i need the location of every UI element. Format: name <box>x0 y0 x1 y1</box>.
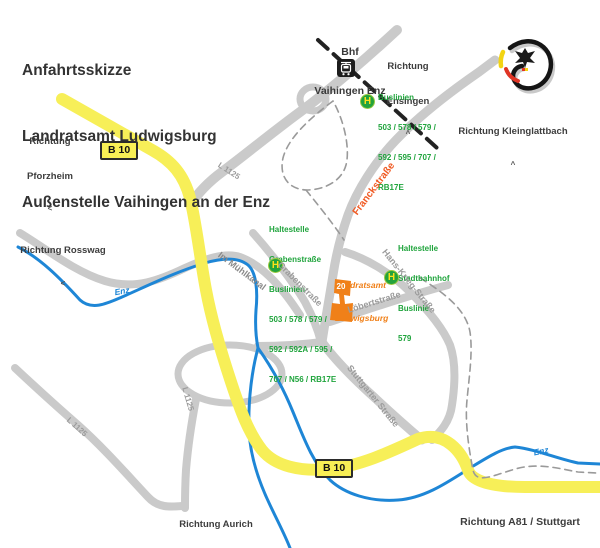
bus-lines-text: 503 / 578 / 579 / <box>378 123 436 132</box>
direction-text: Richtung Rosswag <box>20 245 106 256</box>
road-grabenstrasse <box>249 229 325 346</box>
bus-lines-text: 707 / N56 / RB17E <box>269 375 337 384</box>
railway-line <box>316 38 439 150</box>
title-line-3: Außenstelle Vaihingen an der Enz <box>22 194 271 211</box>
bus-lines-text: 592 / 592A / 595 / <box>269 345 333 354</box>
direction-text: Ensingen <box>386 95 430 107</box>
b10-badge-top: B 10 <box>100 141 139 160</box>
station-line-1: Bhf <box>341 46 359 58</box>
road-ensingen-main <box>185 25 402 210</box>
bus-stop-h-icon: H <box>360 94 375 109</box>
bus-lines-text: Buslinie <box>398 304 430 313</box>
bus-lines-text: 592 / 595 / 707 / <box>378 153 436 162</box>
eagle-emblem <box>515 48 535 68</box>
bus-lines-text: Grabenstraße <box>269 255 322 264</box>
bus-lines-text: 579 <box>398 334 412 343</box>
road-station-loop <box>296 83 330 115</box>
direction-kleinglattbach: Richtung Kleinglattbach ^ <box>453 103 573 192</box>
direction-text: Richtung <box>29 136 71 147</box>
bus-lines-text: Buslinien <box>269 285 306 294</box>
road-l1125-south <box>181 395 200 512</box>
bus-lines-text: Stadtbahnhof <box>398 274 450 283</box>
bus-lines-text: 503 / 578 / 579 / <box>269 315 327 324</box>
road-l1125-southwest <box>11 364 186 511</box>
direction-text: Richtung A81 / Stuttgart <box>460 516 580 528</box>
direction-arrow: ^ <box>510 159 516 169</box>
direction-a81-stuttgart: Richtung A81 / Stuttgart > <box>448 494 592 548</box>
map-title: Anfahrtsskizze Landratsamt Ludwigsburg A… <box>22 16 270 258</box>
direction-rosswag: Richtung Rosswag < <box>18 222 108 311</box>
river-enz-east <box>256 346 600 502</box>
road-im-muehlkanal <box>16 229 304 319</box>
direction-arrow: < <box>47 204 53 213</box>
station-line-2: Vaihingen Enz <box>314 85 386 97</box>
bus-lines-text: RB17E <box>378 183 404 192</box>
bus-lines-text: Haltestelle <box>269 225 310 234</box>
direction-arrow: < <box>60 278 66 288</box>
direction-arrow: ^ <box>405 129 411 138</box>
bus-lines-text: Buslinien <box>378 93 415 102</box>
bus-lines-text: Haltestelle <box>398 244 439 253</box>
direction-text: Pforzheim <box>27 170 73 182</box>
road-stuttgarter <box>317 337 427 445</box>
station-label: Bhf Vaihingen Enz <box>300 20 400 124</box>
landratsamt-label: Landratsamt Ludwigsburg <box>335 258 388 346</box>
title-line-1: Anfahrtsskizze <box>22 62 132 79</box>
bus-stop-h-icon: H <box>268 258 283 273</box>
direction-pforzheim: Richtung Pforzheim < <box>14 113 86 236</box>
train-station-icon <box>337 59 355 77</box>
direction-ensingen: Richtung Ensingen ^ <box>375 38 441 161</box>
direction-text: Richtung Kleinglattbach <box>458 126 568 137</box>
building-landratsamt <box>330 279 353 322</box>
road-b10 <box>56 93 600 493</box>
road-loop-south <box>174 341 286 407</box>
footpath-connector <box>305 189 345 241</box>
landkreis-logo <box>498 39 556 94</box>
landratsamt-line-1: Landratsamt <box>335 280 387 290</box>
direction-text: Richtung Aurich <box>179 519 253 530</box>
busstop-grabenstrasse-info: Haltestelle Grabenstraße Buslinien 503 /… <box>269 205 336 405</box>
building-number: 20 <box>336 282 346 291</box>
direction-aurich: Richtung Aurich v <box>168 496 264 548</box>
direction-text: Richtung <box>387 61 429 72</box>
road-franckstrasse <box>317 55 500 347</box>
busstop-stadtbahnhof-info: Haltestelle Stadtbahnhof Buslinie 579 <box>398 224 450 364</box>
river-muehlkanal-south <box>247 346 292 548</box>
road-west-connector <box>254 338 326 350</box>
landratsamt-line-2: Ludwigsburg <box>335 313 389 323</box>
footpaths <box>281 100 597 479</box>
title-line-2: Landratsamt Ludwigsburg <box>22 128 217 145</box>
busstop-bahnhof-info: Buslinien 503 / 578 / 579 / 592 / 595 / … <box>378 73 436 213</box>
b10-badge-bottom: B 10 <box>315 459 354 478</box>
bus-stop-h-icon: H <box>384 270 399 285</box>
